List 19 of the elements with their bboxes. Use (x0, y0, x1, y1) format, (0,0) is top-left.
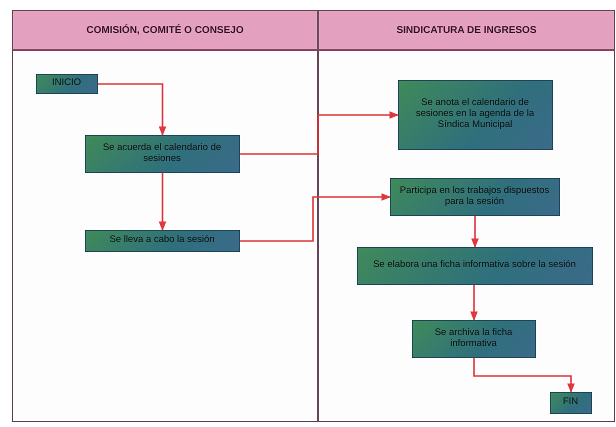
arrow (471, 216, 479, 248)
process-box: Se elabora una ficha informativa sobre la sesión (356, 246, 592, 284)
terminal-box: FIN (550, 392, 592, 414)
process-box: Se anota el calendario de sesiones en la agenda de la Síndica Municipal (398, 80, 552, 150)
arrow (158, 173, 166, 231)
arrow (98, 83, 166, 136)
process-box: Se acuerda el calendario de sesiones (84, 134, 240, 172)
lane-header: COMISIÓN, COMITÉ O CONSEJO (13, 11, 317, 51)
arrow (240, 193, 391, 242)
swimlane (318, 10, 615, 422)
arrow (240, 111, 399, 155)
arrow (470, 285, 478, 321)
arrow (473, 358, 575, 393)
lane-header: SINDICATURA DE INGRESOS (319, 11, 614, 51)
swimlane (12, 10, 318, 422)
process-box: Participa en los trabajos dispuestos para la sesión (390, 178, 560, 216)
process-box: Se archiva la ficha informativa (412, 320, 536, 358)
terminal-box: INICIO (36, 74, 98, 94)
process-box: Se lleva a cabo la sesión (84, 230, 240, 252)
